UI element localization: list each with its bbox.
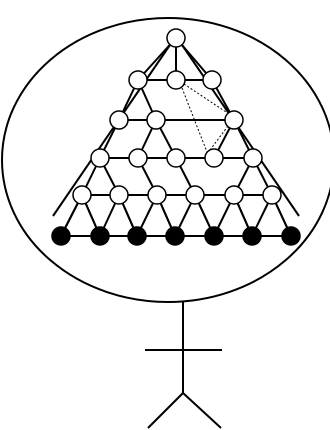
edges-layer — [53, 38, 299, 236]
filled-node — [243, 227, 261, 245]
open-node — [129, 149, 147, 167]
outer-circle — [2, 18, 330, 302]
open-node — [110, 111, 128, 129]
open-node — [148, 186, 166, 204]
open-node — [244, 149, 262, 167]
filled-node — [166, 227, 184, 245]
open-node — [91, 149, 109, 167]
open-node — [167, 71, 185, 89]
filled-node — [52, 227, 70, 245]
open-node — [203, 71, 221, 89]
filled-node — [282, 227, 300, 245]
open-node — [167, 149, 185, 167]
filled-node — [205, 227, 223, 245]
figure-right-leg — [183, 393, 221, 428]
open-node — [205, 149, 223, 167]
stick-figure — [145, 301, 222, 428]
open-node — [225, 186, 243, 204]
dotted-layer — [176, 45, 228, 152]
outer-layer — [2, 18, 330, 302]
open-node — [263, 186, 281, 204]
open-node — [129, 71, 147, 89]
open-node — [73, 186, 91, 204]
open-node — [225, 111, 243, 129]
open-node — [147, 111, 165, 129]
dotted-connector — [184, 84, 226, 112]
open-node — [167, 29, 185, 47]
filled-node — [91, 227, 109, 245]
figure-left-leg — [148, 393, 183, 428]
open-node — [186, 186, 204, 204]
open-node — [110, 186, 128, 204]
filled-node — [128, 227, 146, 245]
